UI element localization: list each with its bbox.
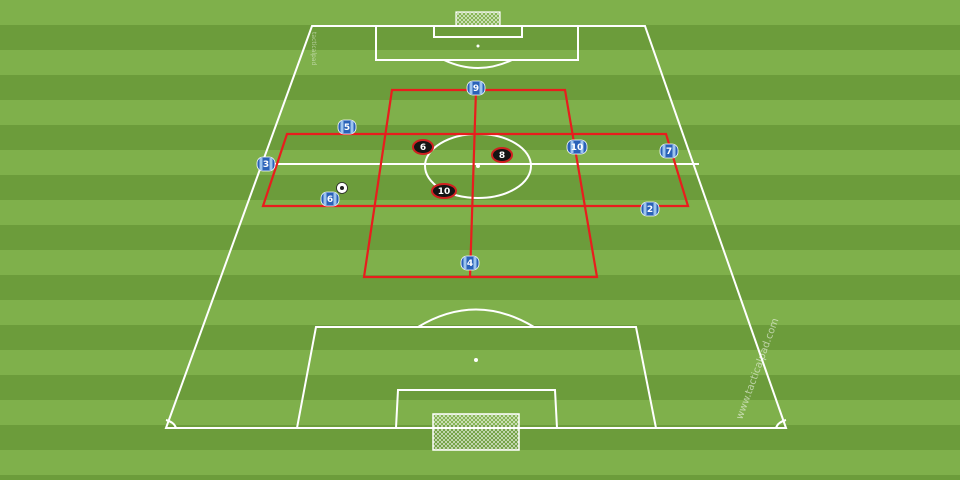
blue-player-5[interactable]: 5 [337,119,357,135]
player-number: 10 [438,187,451,197]
blue-player-6[interactable]: 6 [320,191,340,207]
pitch-markings [164,25,788,429]
player-number: 8 [499,151,505,161]
player-number: 6 [420,143,426,153]
goal-net-icon [455,11,501,27]
grass-stripe [0,475,960,480]
player-number: 6 [327,195,333,205]
blue-player-9[interactable]: 9 [466,80,486,96]
bottom-penalty-spot [474,358,478,362]
bottom-penalty-box [295,326,658,429]
grass-stripe [0,125,960,150]
player-number: 5 [344,123,350,133]
corner-arc-right [775,419,787,429]
black-player-10[interactable]: 10 [431,183,457,199]
black-player-6[interactable]: 6 [412,139,434,155]
soccer-ball-icon[interactable] [336,182,348,194]
grass-stripe [0,200,960,225]
blue-player-3[interactable]: 3 [256,156,276,172]
player-number: 2 [647,205,653,215]
grass-stripe [0,275,960,300]
blue-player-4[interactable]: 4 [460,255,480,271]
zone-split-line [468,89,478,278]
centre-spot [476,164,480,168]
grass-stripe [0,350,960,375]
player-number: 7 [666,147,672,157]
grass-stripe [0,375,960,400]
grass-stripe [0,100,960,125]
player-number: 4 [467,259,473,269]
top-penalty-arc [443,59,513,69]
bottom-six-yard-box [394,389,559,429]
corner-arc-left [165,419,177,429]
player-number: 10 [571,143,584,153]
grass-stripe [0,175,960,200]
grass-stripe [0,300,960,325]
central-zone [362,88,599,279]
player-number: 9 [473,84,479,94]
grass-stripe [0,225,960,250]
grass-stripe [0,450,960,475]
black-player-8[interactable]: 8 [491,147,513,163]
blue-player-10[interactable]: 10 [566,139,588,155]
blue-player-7[interactable]: 7 [659,143,679,159]
bottom-penalty-arc [417,308,535,328]
grass-stripe [0,250,960,275]
player-number: 3 [263,160,269,170]
pressing-zones [261,88,690,279]
horizontal-zone [261,132,690,208]
blue-player-2[interactable]: 2 [640,201,660,217]
side-caption: tacticalpad [310,32,317,65]
grass-stripe [0,50,960,75]
grass-stripe [0,150,960,175]
top-penalty-spot [476,44,480,48]
players: 9 5 3 6 10 7 2 4 6 8 10 [256,80,679,271]
goal-net-icon [432,413,520,451]
grass-stripe [0,325,960,350]
